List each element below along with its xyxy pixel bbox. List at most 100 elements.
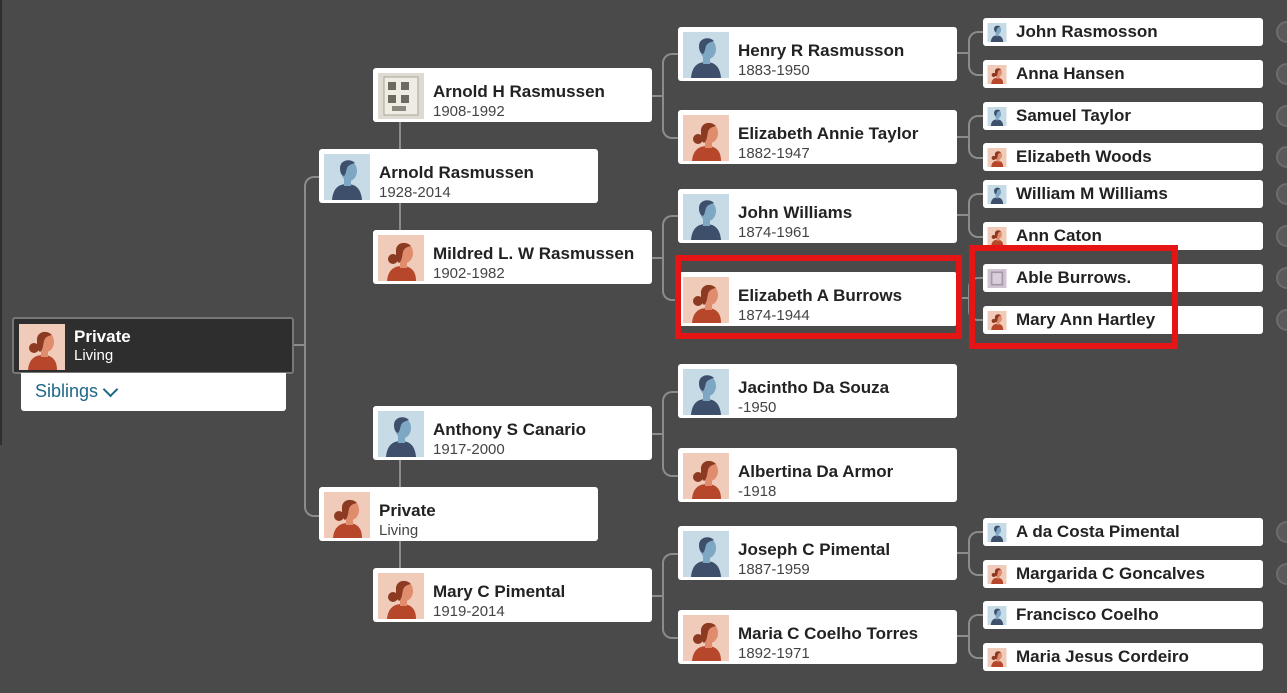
person-name: Arnold H Rasmussen [433, 82, 605, 101]
person-name: Margarida C Goncalves [1016, 564, 1205, 583]
ancestor-card[interactable]: Samuel Taylor [983, 102, 1263, 130]
person-dates: 1919-2014 [433, 603, 505, 620]
expand-ancestors-button[interactable] [1276, 146, 1287, 168]
person-name: William M Williams [1016, 184, 1168, 203]
male-avatar-icon [987, 185, 1007, 204]
person-dates: 1882-1947 [738, 145, 810, 162]
siblings-dropdown[interactable]: Siblings [21, 373, 286, 411]
root-person-card[interactable]: Private Living [12, 317, 294, 374]
male-avatar-icon [378, 411, 424, 457]
person-name: Elizabeth Annie Taylor [738, 124, 919, 143]
ancestor-card[interactable]: A da Costa Pimental [983, 518, 1263, 546]
female-avatar-icon [324, 492, 370, 538]
ancestor-card[interactable]: Maria Jesus Cordeiro [983, 643, 1263, 671]
ancestor-card[interactable]: Elizabeth Woods [983, 143, 1263, 171]
left-panel-edge [0, 0, 2, 445]
male-avatar-icon [987, 23, 1007, 42]
person-dates: 1928-2014 [379, 184, 451, 201]
person-name: Ann Caton [1016, 226, 1102, 245]
person-name: Private [74, 327, 131, 346]
expand-ancestors-button[interactable] [1276, 225, 1287, 247]
person-dates: 1902-1982 [433, 265, 505, 282]
great-grandparent-card[interactable]: Elizabeth Annie Taylor 1882-1947 [678, 110, 957, 164]
expand-ancestors-button[interactable] [1276, 309, 1287, 331]
expand-ancestors-button[interactable] [1276, 563, 1287, 585]
person-name: Maria C Coelho Torres [738, 624, 919, 643]
female-avatar-icon [378, 235, 424, 281]
person-name: Elizabeth Woods [1016, 147, 1152, 166]
person-name: A da Costa Pimental [1016, 522, 1180, 541]
female-avatar-icon [683, 115, 729, 161]
ancestor-card[interactable]: John Rasmosson [983, 18, 1263, 46]
great-grandparent-card[interactable]: Joseph C Pimental 1887-1959 [678, 526, 957, 580]
female-avatar-icon [683, 615, 729, 661]
female-avatar-icon [683, 453, 729, 499]
great-grandparent-card[interactable]: John Williams 1874-1961 [678, 189, 957, 243]
father-card[interactable]: Arnold Rasmussen 1928-2014 [319, 149, 598, 203]
paternal-grandfather-card[interactable]: Arnold H Rasmussen 1908-1992 [373, 68, 652, 122]
person-name: John Williams [738, 203, 853, 222]
ancestor-card[interactable]: Mary Ann Hartley [983, 306, 1263, 334]
person-name: Jacintho Da Souza [738, 378, 890, 397]
person-dates: 1887-1959 [738, 561, 810, 578]
person-name: Maria Jesus Cordeiro [1016, 647, 1189, 666]
mother-card[interactable]: Private Living [319, 487, 598, 541]
great-grandparent-card[interactable]: Albertina Da Armor -1918 [678, 448, 957, 502]
expand-ancestors-button[interactable] [1276, 21, 1287, 43]
person-name: Joseph C Pimental [738, 540, 891, 559]
person-dates: -1950 [738, 399, 777, 416]
maternal-grandmother-card[interactable]: Mary C Pimental 1919-2014 [373, 568, 652, 622]
male-avatar-icon [987, 523, 1007, 542]
maternal-grandfather-card[interactable]: Anthony S Canario 1917-2000 [373, 406, 652, 460]
person-name: Mary C Pimental [433, 582, 566, 601]
expand-ancestors-button[interactable] [1276, 521, 1287, 543]
ancestor-card[interactable]: Margarida C Goncalves [983, 560, 1263, 588]
person-dates: 1883-1950 [738, 62, 810, 79]
person-name: Anna Hansen [1016, 64, 1125, 83]
male-avatar-icon [683, 369, 729, 415]
ancestor-card[interactable]: Anna Hansen [983, 60, 1263, 88]
expand-ancestors-button[interactable] [1276, 183, 1287, 205]
person-name: Mildred L. W Rasmussen [433, 244, 635, 263]
female-avatar-icon [987, 565, 1007, 584]
male-avatar-icon [324, 154, 370, 200]
person-name: Albertina Da Armor [738, 462, 894, 481]
highlight-box [969, 245, 1178, 349]
ancestor-card[interactable]: William M Williams [983, 180, 1263, 208]
ancestor-card[interactable]: Francisco Coelho [983, 601, 1263, 629]
ancestor-card[interactable]: Able Burrows. [983, 264, 1263, 292]
great-grandparent-card[interactable]: Elizabeth A Burrows 1874-1944 [678, 272, 957, 326]
person-dates: 1917-2000 [433, 441, 505, 458]
expand-ancestors-button[interactable] [1276, 63, 1287, 85]
person-dates: Living [74, 347, 114, 364]
siblings-label: Siblings [35, 381, 99, 401]
person-name: Arnold Rasmussen [379, 163, 534, 182]
great-grandparent-card[interactable]: Jacintho Da Souza -1950 [678, 364, 957, 418]
male-avatar-icon [683, 531, 729, 577]
person-name: Able Burrows. [1016, 268, 1132, 287]
person-name: Francisco Coelho [1016, 605, 1159, 624]
person-name: Anthony S Canario [433, 420, 587, 439]
female-avatar-icon [378, 573, 424, 619]
female-avatar-icon [987, 65, 1007, 84]
great-grandparent-card[interactable]: Maria C Coelho Torres 1892-1971 [678, 610, 957, 664]
expand-ancestors-button[interactable] [1276, 267, 1287, 289]
expand-ancestors-button[interactable] [1276, 105, 1287, 127]
person-dates: Living [379, 522, 419, 539]
male-avatar-icon [987, 107, 1007, 126]
female-avatar-icon [987, 648, 1007, 667]
record-image-icon [378, 73, 424, 119]
male-avatar-icon [683, 194, 729, 240]
female-avatar-icon [987, 148, 1007, 167]
male-avatar-icon [987, 606, 1007, 625]
person-name: Private [379, 501, 436, 520]
male-avatar-icon [683, 32, 729, 78]
female-avatar-icon [19, 324, 65, 370]
paternal-grandmother-card[interactable]: Mildred L. W Rasmussen 1902-1982 [373, 230, 652, 284]
person-name: John Rasmosson [1016, 22, 1158, 41]
person-dates: 1892-1971 [738, 645, 810, 662]
person-dates: -1918 [738, 483, 777, 500]
highlight-box [675, 255, 962, 339]
great-grandparent-card[interactable]: Henry R Rasmusson 1883-1950 [678, 27, 957, 81]
